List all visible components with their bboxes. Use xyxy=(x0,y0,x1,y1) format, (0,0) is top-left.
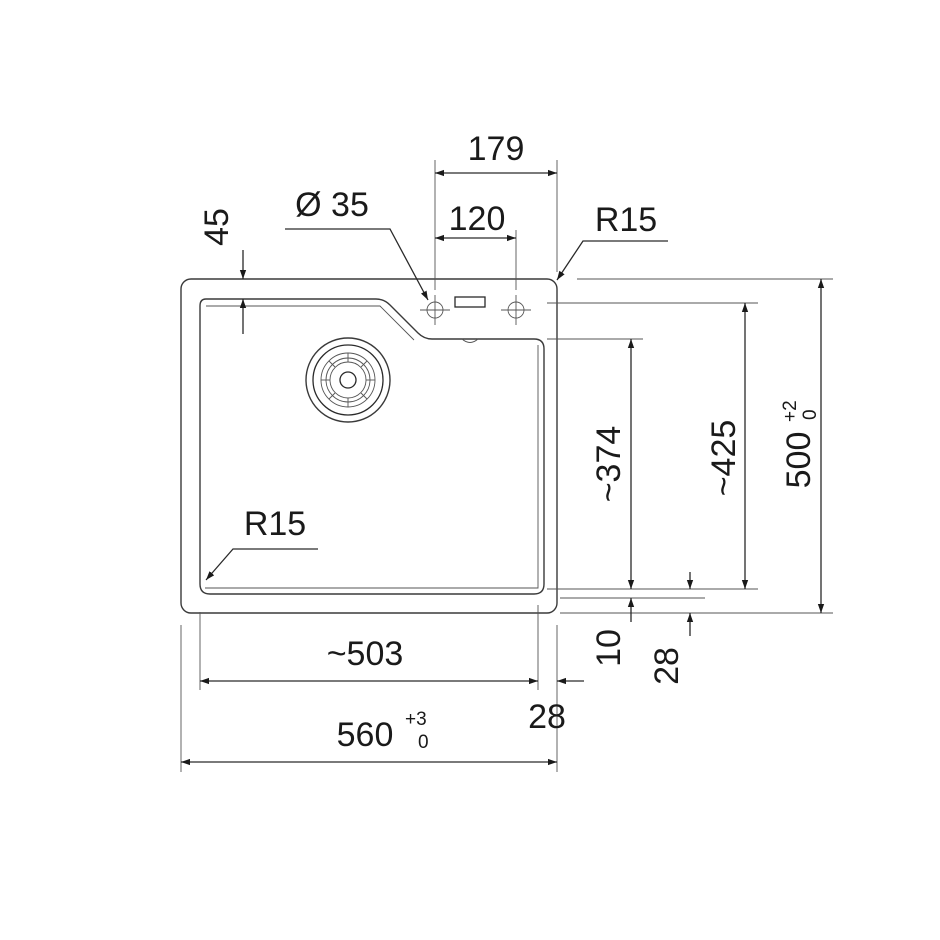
sink-outer-outline xyxy=(180,278,558,614)
bowl-ledge-line xyxy=(206,305,415,341)
dim-120-label: 120 xyxy=(449,200,506,238)
overflow-drain xyxy=(461,338,479,343)
dim-r15-top-label: R15 xyxy=(595,201,657,239)
dim-45-label: 45 xyxy=(198,208,236,246)
tap-hole-right xyxy=(501,295,531,325)
bowl-inner-line xyxy=(205,345,539,589)
leader-r15-top xyxy=(556,240,668,281)
tap-hole-left xyxy=(420,295,450,325)
dim-560-label: 560 xyxy=(337,716,394,754)
sink-bowl-outline xyxy=(199,298,545,595)
dim-560-tol-bottom: 0 xyxy=(418,732,429,753)
dim-28-bottom-label: 28 xyxy=(528,698,566,736)
dim-179-label: 179 xyxy=(468,130,525,168)
dim-r15-left-label: R15 xyxy=(244,505,306,543)
dim-500-label-group: 500 +2 0 xyxy=(780,400,821,488)
dim-560-tol-top: +3 xyxy=(405,709,427,730)
dim-dia35-label: Ø 35 xyxy=(295,186,369,224)
leader-r15-left xyxy=(205,548,318,581)
dim-500-tol-bottom: 0 xyxy=(800,409,821,420)
leader-dia35 xyxy=(285,228,429,301)
dim-503-label: ~503 xyxy=(327,635,404,673)
dim-374-label: ~374 xyxy=(590,426,628,503)
dim-10-label: 10 xyxy=(590,629,628,667)
overflow-slot xyxy=(454,296,486,308)
dim-500-tol-top: +2 xyxy=(780,400,801,422)
drain-strainer-icon xyxy=(305,337,391,423)
dim-500-label: 500 xyxy=(780,432,818,489)
dim-425-label: ~425 xyxy=(705,420,743,497)
dim-28-right-label: 28 xyxy=(648,647,686,685)
